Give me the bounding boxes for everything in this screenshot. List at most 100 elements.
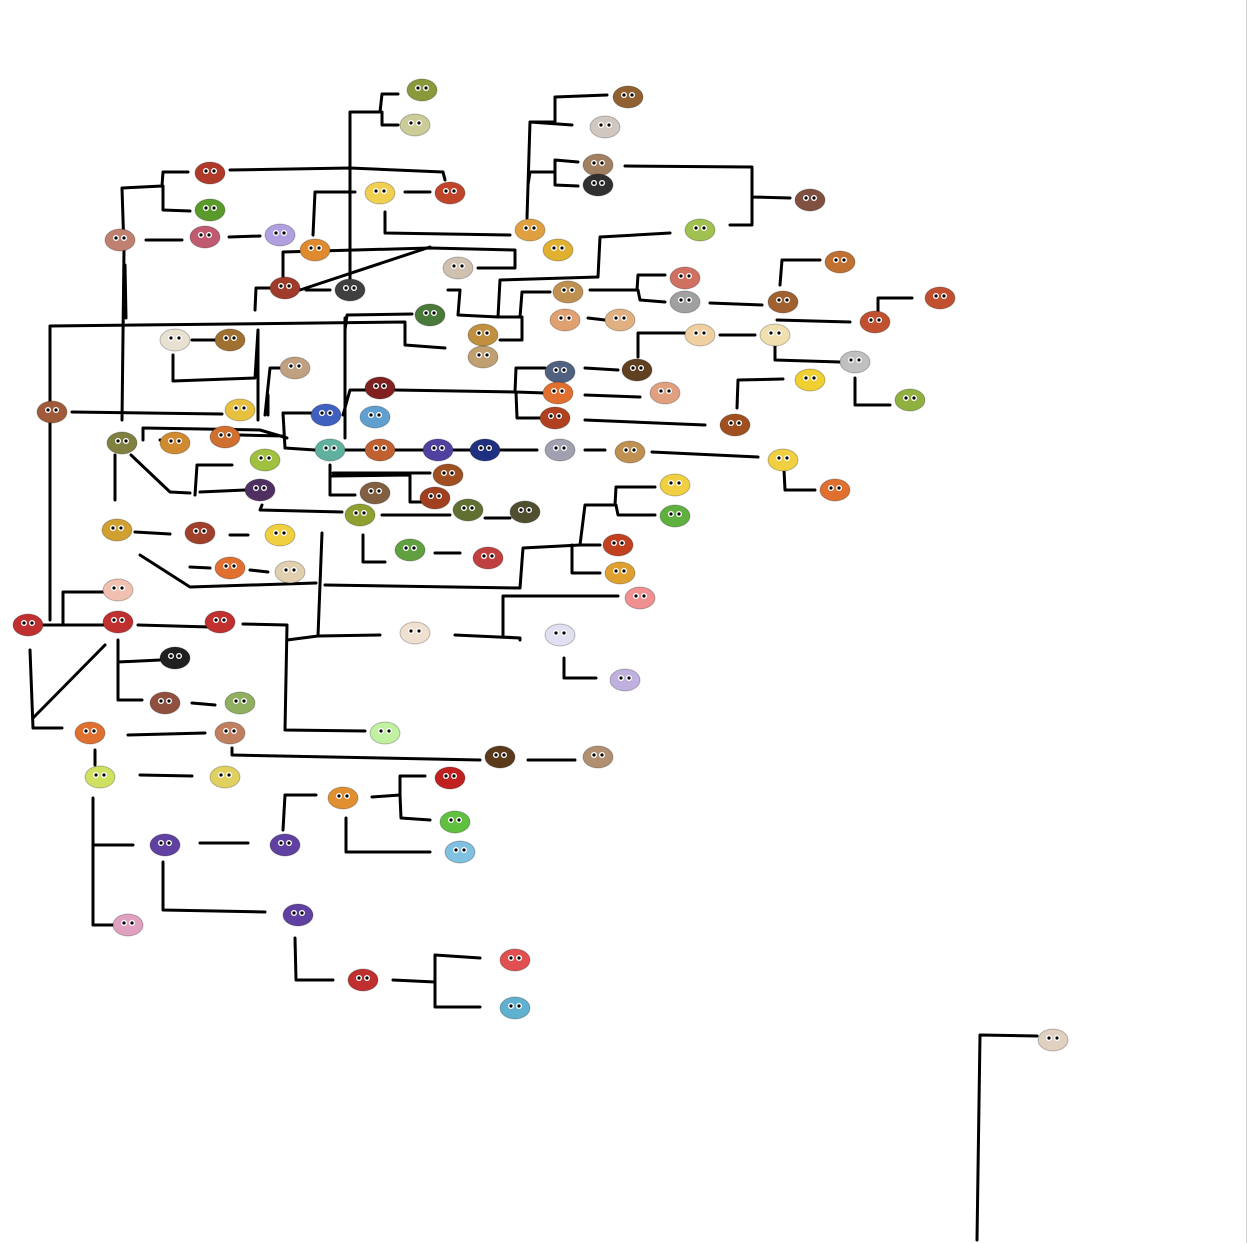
orange-spider-icon[interactable] bbox=[514, 218, 546, 242]
white-spider-icon[interactable] bbox=[589, 115, 621, 139]
white-blob-icon[interactable] bbox=[159, 328, 191, 352]
blue-bag-icon[interactable] bbox=[469, 438, 501, 462]
banana-icon[interactable] bbox=[264, 523, 296, 547]
green-card-icon[interactable] bbox=[314, 438, 346, 462]
orange-card-icon[interactable] bbox=[364, 438, 396, 462]
eggplant-icon[interactable] bbox=[244, 478, 276, 502]
tiny-bird-icon[interactable] bbox=[684, 323, 716, 347]
brown-crab-icon[interactable] bbox=[149, 691, 181, 715]
gray-cube-icon[interactable] bbox=[839, 350, 871, 374]
red-strawberry-icon[interactable] bbox=[102, 610, 134, 634]
yellow-rabbit-icon[interactable] bbox=[224, 398, 256, 422]
orange-ladybug-icon[interactable] bbox=[159, 431, 191, 455]
green-bug-icon[interactable] bbox=[344, 503, 376, 527]
tan-shell-icon[interactable] bbox=[552, 280, 584, 304]
parrot-icon[interactable] bbox=[74, 721, 106, 745]
bone-icon[interactable] bbox=[274, 560, 306, 584]
pineapple-icon[interactable] bbox=[101, 518, 133, 542]
pink-spider-icon[interactable] bbox=[189, 225, 221, 249]
watermelon-icon[interactable] bbox=[394, 538, 426, 562]
pink-strawberry-icon[interactable] bbox=[102, 578, 134, 602]
yellow-spider-icon[interactable] bbox=[542, 238, 574, 262]
scrollbar-track[interactable] bbox=[1246, 0, 1247, 1243]
bird-icon[interactable] bbox=[106, 431, 138, 455]
white-mushroom-icon[interactable] bbox=[442, 256, 474, 280]
orange-legs-icon[interactable] bbox=[819, 478, 851, 502]
pale-blob-icon[interactable] bbox=[759, 323, 791, 347]
green-hermit-crab-icon[interactable] bbox=[439, 810, 471, 834]
pale-hermit-icon[interactable] bbox=[1037, 1028, 1069, 1052]
beak-creature-icon[interactable] bbox=[214, 721, 246, 745]
red-log-icon[interactable] bbox=[539, 406, 571, 430]
green-ball-icon[interactable] bbox=[369, 721, 401, 745]
brown-mushroom-icon[interactable] bbox=[612, 85, 644, 109]
green-fly-icon[interactable] bbox=[452, 498, 484, 522]
green-scorpion-icon[interactable] bbox=[194, 198, 226, 222]
red-hermit-crab-icon[interactable] bbox=[434, 766, 466, 790]
black-blob-icon[interactable] bbox=[159, 646, 191, 670]
purple-dragonfly-icon[interactable] bbox=[282, 903, 314, 927]
pink-hermit-icon[interactable] bbox=[669, 266, 701, 290]
acorn-icon[interactable] bbox=[419, 486, 451, 510]
purple-creature-icon[interactable] bbox=[149, 833, 181, 857]
lobster-icon[interactable] bbox=[649, 381, 681, 405]
yellow-bug-icon[interactable] bbox=[209, 765, 241, 789]
carrot-icon[interactable] bbox=[214, 556, 246, 580]
red-strawberry-icon[interactable] bbox=[12, 613, 44, 637]
big-white-spider-icon[interactable] bbox=[544, 623, 576, 647]
orange-butterfly-icon[interactable] bbox=[299, 238, 331, 262]
tan-spider-icon[interactable] bbox=[582, 153, 614, 177]
red-scorpion-icon[interactable] bbox=[194, 161, 226, 185]
brown-blob-icon[interactable] bbox=[467, 323, 499, 347]
striped-box-icon[interactable] bbox=[609, 668, 641, 692]
red-box-icon[interactable] bbox=[472, 546, 504, 570]
red-crab-icon[interactable] bbox=[269, 276, 301, 300]
orange-crab-icon[interactable] bbox=[859, 310, 891, 334]
hotdog-icon[interactable] bbox=[824, 250, 856, 274]
orange-larva-icon[interactable] bbox=[604, 561, 636, 585]
green-crab-icon[interactable] bbox=[224, 691, 256, 715]
green-lizard-icon[interactable] bbox=[249, 448, 281, 472]
red-larva-icon[interactable] bbox=[602, 533, 634, 557]
brown-ghost-icon[interactable] bbox=[214, 328, 246, 352]
orange-card-icon[interactable] bbox=[209, 425, 241, 449]
mushroom-icon[interactable] bbox=[112, 913, 144, 937]
pizza-icon[interactable] bbox=[549, 308, 581, 332]
sausage-icon[interactable] bbox=[767, 290, 799, 314]
red-butterfly-icon[interactable] bbox=[434, 181, 466, 205]
white-flower-icon[interactable] bbox=[399, 621, 431, 645]
yellow-butterfly-icon[interactable] bbox=[364, 181, 396, 205]
yellow-bug-icon[interactable] bbox=[84, 765, 116, 789]
green-stick-insect-icon[interactable] bbox=[684, 218, 716, 242]
striped-shell-creature-icon[interactable] bbox=[406, 78, 438, 102]
dark-fly-icon[interactable] bbox=[509, 500, 541, 524]
tan-moose-icon[interactable] bbox=[582, 745, 614, 769]
gray-spider-icon[interactable] bbox=[544, 438, 576, 462]
brown-butterfly-icon[interactable] bbox=[36, 400, 68, 424]
pink-blob-icon[interactable] bbox=[624, 586, 656, 610]
yellow-larva-icon[interactable] bbox=[659, 473, 691, 497]
brown-spider-icon[interactable] bbox=[621, 358, 653, 382]
small-spider-icon[interactable] bbox=[104, 228, 136, 252]
small-brown-crab-icon[interactable] bbox=[794, 188, 826, 212]
green-cube-icon[interactable] bbox=[894, 388, 926, 412]
big-brown-spider-icon[interactable] bbox=[719, 413, 751, 437]
yellow-legs-icon[interactable] bbox=[767, 448, 799, 472]
hot-dog-creature-icon[interactable] bbox=[184, 521, 216, 545]
orange-crab-icon[interactable] bbox=[924, 286, 956, 310]
dark-beetle-icon[interactable] bbox=[334, 278, 366, 302]
bread-icon[interactable] bbox=[604, 308, 636, 332]
small-flower-icon[interactable] bbox=[204, 610, 236, 634]
blue-hermit-crab-icon[interactable] bbox=[444, 840, 476, 864]
eye-spider-icon[interactable] bbox=[582, 173, 614, 197]
purple-bag-icon[interactable] bbox=[422, 438, 454, 462]
small-blue-card-icon[interactable] bbox=[359, 405, 391, 429]
purple-creature-icon[interactable] bbox=[269, 833, 301, 857]
acorn-icon[interactable] bbox=[432, 463, 464, 487]
green-larva-icon[interactable] bbox=[659, 504, 691, 528]
pie-icon[interactable] bbox=[359, 481, 391, 505]
eye-shell-creature-icon[interactable] bbox=[399, 113, 431, 137]
red-card-icon[interactable] bbox=[364, 376, 396, 400]
orange-hermit-crab-icon[interactable] bbox=[327, 786, 359, 810]
orange-blob-icon[interactable] bbox=[542, 381, 574, 405]
